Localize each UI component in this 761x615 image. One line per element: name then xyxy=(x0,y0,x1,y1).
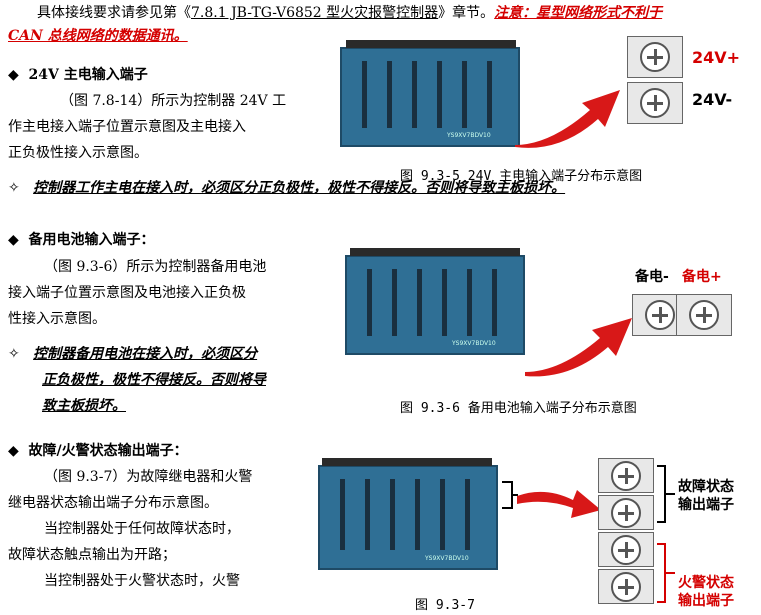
section2-body-1: （图 9.3-6）所示为控制器备用电池 xyxy=(44,259,267,275)
intro-chapter-link[interactable]: 7.8.1 JB-TG-V6852 型火灾报警控制器 xyxy=(191,5,439,21)
terminal-block-24v xyxy=(627,36,687,126)
intro-note: 注意：星型网络形式不利于 xyxy=(494,5,663,21)
section2-warning-2: 正负极性，极性不得接反。否则将导 xyxy=(42,372,266,388)
section3-body-4: 故障状态触点输出为开路； xyxy=(8,547,176,563)
intro-suffix: 》章节。 xyxy=(438,5,495,21)
section2-warning-1: ✧ 控制器备用电池在接入时，必须区分 xyxy=(8,343,257,366)
section3-title: 故障/火警状态输出端子： xyxy=(28,443,188,459)
figure-caption-9-3-6: 图 9.3-6 备用电池输入端子分布示意图 xyxy=(400,401,637,416)
board-label: YS9XV7BDV10 xyxy=(452,340,496,347)
fault-output-label-1: 故障状态 xyxy=(678,479,734,495)
intro-line-1: 具体接线要求请参见第《7.8.1 JB-TG-V6852 型火灾报警控制器》章节… xyxy=(37,2,662,25)
fire-output-label-1: 火警状态 xyxy=(678,575,734,591)
section1-warning: ✧ 控制器工作主电在接入时，必须区分正负极性，极性不得接反。否则将导致主板损坏。 xyxy=(8,177,565,200)
red-arrow-icon xyxy=(525,318,632,377)
section3-body-5: 当控制器处于火警状态时，火警 xyxy=(44,573,240,589)
fire-output-label-2: 输出端子 xyxy=(678,593,734,609)
controller-board-image-2: YS9XV7BDV10 xyxy=(345,255,525,355)
board-connector-top xyxy=(346,40,516,48)
warning-bullet-icon: ✧ xyxy=(8,180,20,196)
board-connector-top xyxy=(322,458,492,466)
section1-warning-text: 控制器工作主电在接入时，必须区分正负极性，极性不得接反。否则将导致主板损坏。 xyxy=(33,180,566,196)
terminal-label-24v-plus: 24V+ xyxy=(692,48,741,67)
section2-warning-3: 致主板损坏。 xyxy=(42,398,126,414)
section3-body-1: （图 9.3-7）为故障继电器和火警 xyxy=(44,469,253,485)
section1-body-3: 正负极性接入示意图。 xyxy=(8,145,148,161)
board-connector-top xyxy=(350,248,520,256)
red-arrow-icon xyxy=(515,90,620,148)
controller-board-image-1: YS9XV7BDV10 xyxy=(340,47,520,147)
bracket-icon xyxy=(657,465,675,603)
section3-heading: ◆ 故障/火警状态输出端子： xyxy=(8,440,188,463)
figure-caption-9-3-7: 图 9.3-7 xyxy=(415,598,475,613)
section1-body-1: （图 7.8-14）所示为控制器 24V 工 xyxy=(60,93,287,109)
section1-body-2: 作主电接入端子位置示意图及主电接入 xyxy=(8,119,246,135)
controller-board-image-3: YS9XV7BDV10 xyxy=(318,465,498,570)
board-label: YS9XV7BDV10 xyxy=(425,555,469,562)
section2-body-2: 接入端子位置示意图及电池接入正负极 xyxy=(8,285,246,301)
terminal-screw-icon xyxy=(598,495,654,530)
intro-note-line-2: CAN 总线网络的数据通讯。 xyxy=(8,28,188,44)
terminal-screw-icon xyxy=(627,36,683,78)
section1-heading: ◆ 24V 主电输入端子 xyxy=(8,64,148,87)
bullet-diamond-icon: ◆ xyxy=(8,67,19,83)
section2-title: 备用电池输入端子： xyxy=(28,232,155,248)
terminal-screw-icon xyxy=(598,458,654,493)
bracket-icon xyxy=(502,481,518,509)
warning-bullet-icon: ✧ xyxy=(8,346,20,362)
terminal-label-battery-neg: 备电- xyxy=(635,269,669,285)
red-arrow-icon xyxy=(517,490,601,518)
section2-warning-text-1: 控制器备用电池在接入时，必须区分 xyxy=(33,346,258,362)
terminal-screw-icon xyxy=(598,532,654,567)
board-label: YS9XV7BDV10 xyxy=(447,132,491,139)
section2-heading: ◆ 备用电池输入端子： xyxy=(8,229,155,252)
figure-caption-9-3-5: 图 9.3-5 24V 主电输入端子分布示意图 xyxy=(400,169,643,184)
terminal-screw-icon xyxy=(627,82,683,124)
terminal-block-output xyxy=(598,458,658,608)
fault-output-label-2: 输出端子 xyxy=(678,497,734,513)
bullet-diamond-icon: ◆ xyxy=(8,443,19,459)
terminal-label-24v-minus: 24V- xyxy=(692,90,733,109)
bullet-diamond-icon: ◆ xyxy=(8,232,19,248)
section2-body-3: 性接入示意图。 xyxy=(8,311,106,327)
intro-prefix: 具体接线要求请参见第《 xyxy=(37,5,191,21)
terminal-screw-icon xyxy=(676,294,732,336)
terminal-screw-icon xyxy=(598,569,654,604)
section1-title: 24V 主电输入端子 xyxy=(28,67,148,83)
section3-body-3: 当控制器处于任何故障状态时， xyxy=(44,521,240,537)
terminal-label-battery-pos: 备电+ xyxy=(682,269,722,285)
section3-body-2: 继电器状态输出端子分布示意图。 xyxy=(8,495,218,511)
